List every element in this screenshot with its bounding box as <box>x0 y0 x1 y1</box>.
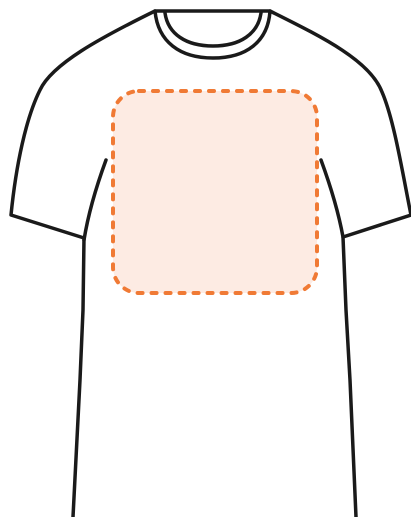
collar-outer <box>155 11 270 58</box>
right-armhole-seam <box>321 160 343 237</box>
collar-inner <box>165 13 261 46</box>
left-armhole-seam <box>84 160 106 240</box>
chest-print-area[interactable] <box>113 91 317 293</box>
